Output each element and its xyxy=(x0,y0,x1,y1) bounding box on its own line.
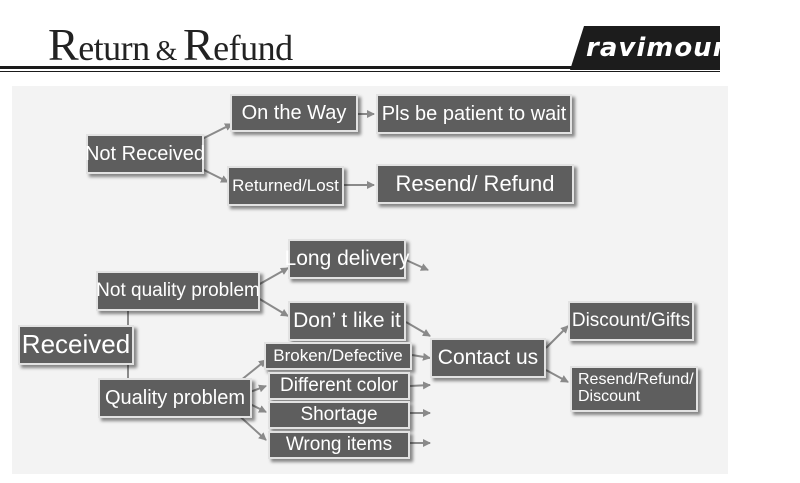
node-be-patient: Pls be patient to wait xyxy=(376,94,572,134)
title-initial: R xyxy=(48,19,79,70)
arrow-quality-color xyxy=(249,384,267,393)
node-contact-us: Contact us xyxy=(430,338,546,378)
node-resend-refund: Resend/ Refund xyxy=(376,164,574,204)
node-on-the-way: On the Way xyxy=(230,94,358,132)
node-dont-like-it: Don’ t like it xyxy=(288,301,406,341)
title-ampersand: & xyxy=(155,36,178,67)
brand-logo: ravimour xyxy=(586,33,727,63)
node-not-quality-problem: Not quality problem xyxy=(96,271,260,311)
header-rule xyxy=(0,66,720,69)
node-broken-defective: Broken/Defective xyxy=(264,342,412,370)
node-different-color: Different color xyxy=(268,372,410,400)
node-resend-refund-discount: Resend/Refund/ Discount xyxy=(570,366,698,412)
arrow-contact-discount xyxy=(545,325,569,349)
brand-banner xyxy=(570,26,720,70)
node-discount-gifts: Discount/Gifts xyxy=(568,301,694,341)
arrow-notreceived-ontheway xyxy=(199,123,233,141)
node-returned-lost: Returned/Lost xyxy=(227,166,344,206)
node-shortage: Shortage xyxy=(268,401,410,429)
arrow-notquality-longdelivery xyxy=(257,267,289,286)
node-long-delivery: Long delivery xyxy=(285,239,409,279)
node-quality-problem: Quality problem xyxy=(98,378,252,418)
node-not-received: Not Received xyxy=(85,134,205,174)
arrow-broken-contact xyxy=(411,352,431,361)
page-title: Return&Refund xyxy=(48,18,293,71)
arrow-notquality-dontlike xyxy=(257,297,289,317)
arrow-notreceived-returnedlost xyxy=(199,167,229,183)
title-word-2: efund xyxy=(213,28,293,68)
node-received: Received xyxy=(18,325,134,365)
title-initial-2: R xyxy=(182,19,214,70)
arrow-color-out xyxy=(409,381,431,390)
header-rule-thin xyxy=(0,71,720,72)
arrow-dontlike-contact xyxy=(405,321,431,337)
node-wrong-items: Wrong items xyxy=(268,431,410,459)
arrow-longdelivery-out xyxy=(405,259,429,271)
title-word: eturn xyxy=(78,28,150,68)
arrow-contact-resend xyxy=(545,369,569,383)
arrow-quality-shortage xyxy=(249,403,267,413)
